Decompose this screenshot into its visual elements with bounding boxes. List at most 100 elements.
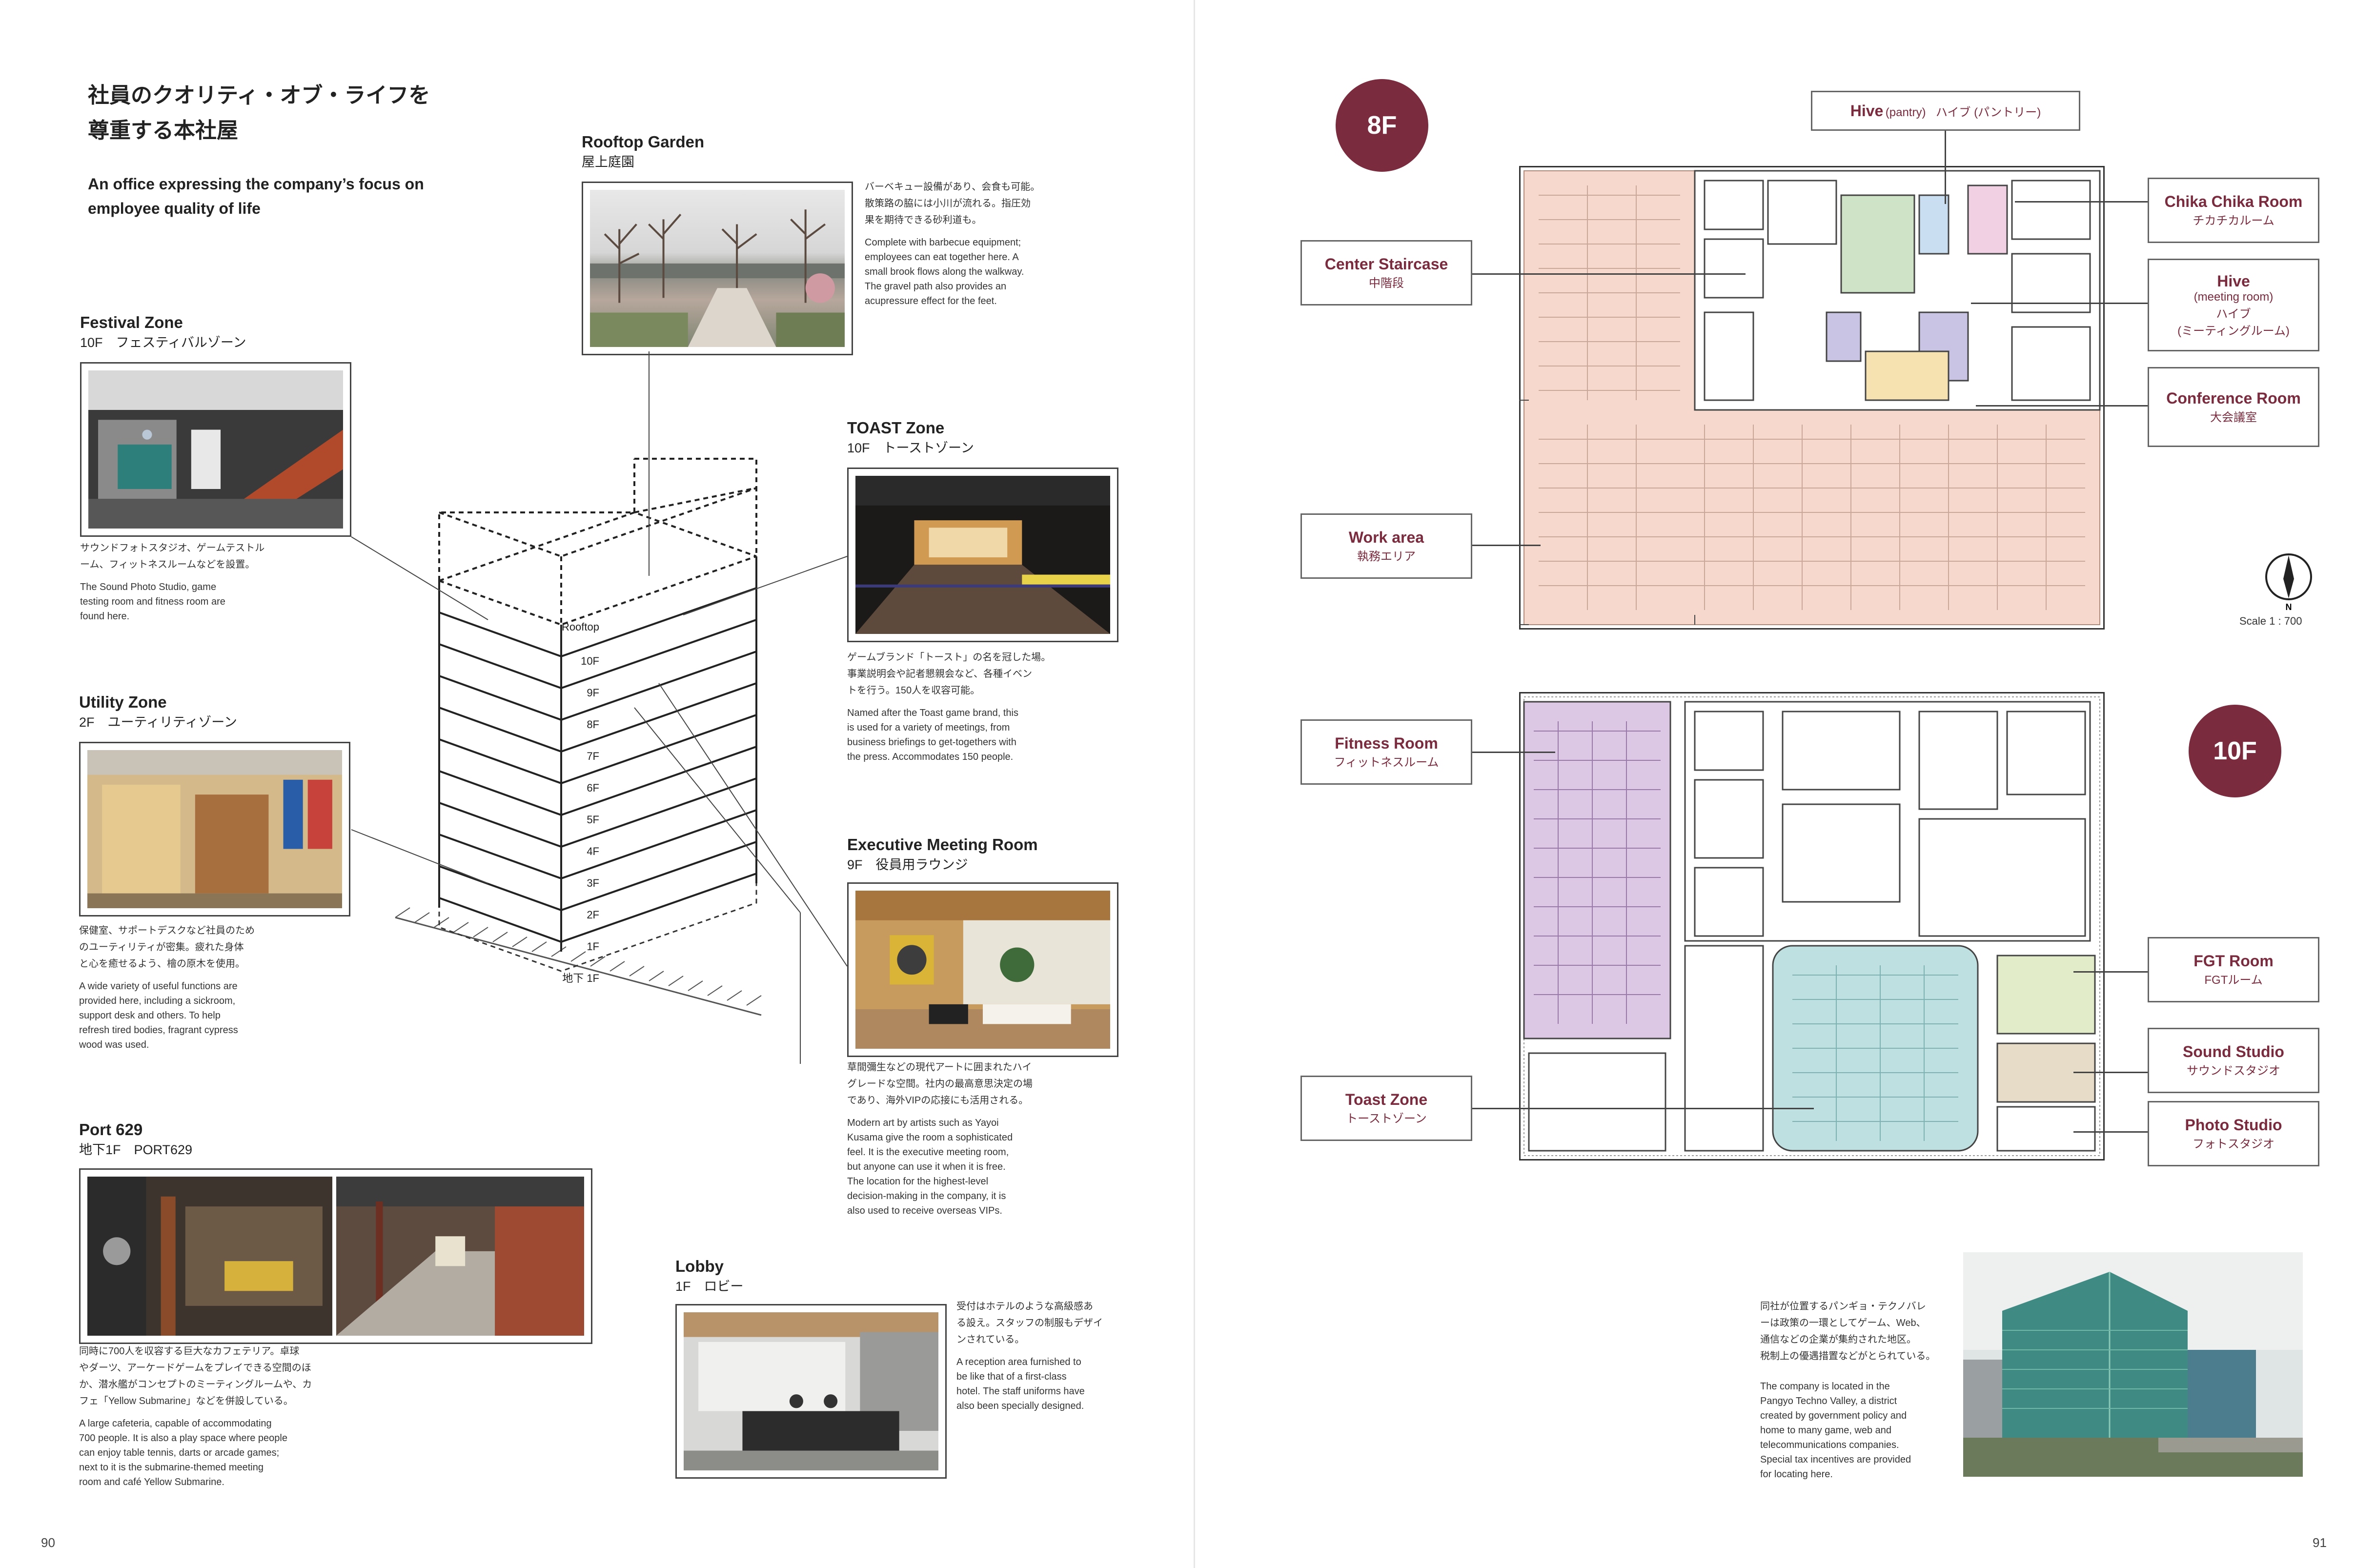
floor-labels: Rooftop 10F 9F 8F 7F 6F 5F 4F 3F 2F 1F 地… <box>562 621 599 984</box>
toast-jp-text: ゲームブランド「トースト」の名を冠した場。 事業説明会や記者懇親会など、各種イベ… <box>847 649 1052 699</box>
subhead-line: An office expressing the company’s focus… <box>88 175 424 193</box>
zone-subtitle: 9F 役員用ラウンジ <box>847 857 968 872</box>
label-photo-studio: Photo Studio フォトスタジオ <box>2148 1101 2319 1166</box>
text-line: 保健室、サポートデスクなど社員のため <box>79 925 255 936</box>
toast-zone-photo <box>855 476 1110 634</box>
floor-label: 8F <box>587 718 599 731</box>
basement-outline <box>438 878 757 972</box>
text-line: 税制上の優遇措置などがとられている。 <box>1760 1351 1936 1362</box>
text-line: The location for the highest-level <box>847 1176 989 1187</box>
utility-heading: Utility Zone 2F ユーティリティゾーン <box>79 693 237 731</box>
label-en: Conference Room <box>2166 389 2301 407</box>
label-en: Toast Zone <box>1345 1091 1428 1108</box>
festival-en-text: The Sound Photo Studio, game testing roo… <box>80 580 275 624</box>
leader-line <box>1472 545 1541 546</box>
label-conference-room: Conference Room 大会議室 <box>2148 367 2319 447</box>
page-subhead: An office expressing the company’s focus… <box>88 172 424 221</box>
executive-en-text: Modern art by artists such as Yayoi Kusa… <box>847 1116 1052 1218</box>
leader-line <box>1472 752 1555 753</box>
floor-label: 9F <box>587 687 599 699</box>
north-label: N <box>2286 602 2292 611</box>
label-jp: ハイブ (パントリー) <box>1935 105 2041 119</box>
label-jp: ハイブ <box>2216 307 2251 321</box>
compass-icon: N <box>2265 553 2312 612</box>
label-chika-chika-room: Chika Chika Room チカチカルーム <box>2148 178 2319 243</box>
zone-subtitle: 1F ロビー <box>675 1279 744 1294</box>
headline-line: 社員のクオリティ・オブ・ライフを <box>88 83 430 107</box>
label-work-area: Work area 執務エリア <box>1300 513 1472 579</box>
text-line: 700 people. It is also a play space wher… <box>79 1433 287 1444</box>
label-en-small: (pantry) <box>1885 105 1926 119</box>
text-line: testing room and fitness room are <box>80 596 225 607</box>
zone-title: Lobby <box>675 1257 724 1275</box>
north-arrow: N <box>2262 552 2315 613</box>
text-line: サウンドフォトスタジオ、ゲームテストル <box>80 543 265 553</box>
text-line: acupressure effect for the feet. <box>865 296 997 306</box>
text-line: やダーツ、アーケードゲームをプレイできる空間のほ <box>79 1363 311 1373</box>
text-line: Complete with barbecue equipment; <box>865 237 1021 248</box>
subhead-line: employee quality of life <box>88 200 261 217</box>
floor-badge-10f: 10F <box>2189 705 2281 797</box>
zone-subtitle: 2F ユーティリティゾーン <box>79 715 237 730</box>
label-en: Fitness Room <box>1335 734 1438 752</box>
label-en: Sound Studio <box>2183 1043 2284 1060</box>
text-line: ゲームブランド「トースト」の名を冠した場。 <box>847 652 1051 663</box>
text-line: be like that of a first-class <box>956 1371 1067 1382</box>
text-line: フェ「Yellow Submarine」などを併設している。 <box>79 1396 293 1406</box>
label-en: Hive <box>2217 272 2250 290</box>
text-line: The gravel path also provides an <box>865 281 1007 292</box>
leader-line <box>2073 1072 2148 1073</box>
text-line: wood was used. <box>79 1039 149 1050</box>
label-jp: 執務エリア <box>1357 550 1416 563</box>
floor-label: 1F <box>587 940 599 953</box>
text-line: support desk and others. To help <box>79 1010 221 1021</box>
floor-badge-8f: 8F <box>1336 79 1428 172</box>
zone-subtitle: 地下1F PORT629 <box>79 1142 193 1157</box>
label-hive-pantry: Hive (pantry) ハイブ (パントリー) <box>1811 91 2080 131</box>
lobby-description: 受付はホテルのような高級感あ る設え。スタッフの制服もデザイ ンされている。 A… <box>956 1298 1122 1413</box>
zone-title: Port 629 <box>79 1120 143 1139</box>
floor-label: 3F <box>587 877 599 889</box>
zone-title: Festival Zone <box>80 313 183 331</box>
leader-line <box>1472 273 1746 275</box>
text-line: Named after the Toast game brand, this <box>847 708 1018 718</box>
label-jp: (ミーティングルーム) <box>2177 324 2290 338</box>
facade-lines <box>2002 1330 2188 1409</box>
label-en: Hive <box>1850 102 1884 120</box>
text-line: 果を期待できる砂利道も。 <box>865 215 982 225</box>
text-line: hotel. The staff uniforms have <box>956 1386 1085 1397</box>
text-line: Modern art by artists such as Yayoi <box>847 1118 999 1128</box>
roof-edge <box>439 511 757 582</box>
executive-photo-frame <box>847 882 1118 1057</box>
lobby-photo <box>684 1312 938 1470</box>
text-line: also used to receive overseas VIPs. <box>847 1205 1002 1216</box>
text-line: と心を癒せるよう、檜の原木を使用。 <box>79 958 245 969</box>
text-line: business briefings to get-togethers with <box>847 737 1016 748</box>
utility-description: 保健室、サポートデスクなど社員のため のユーティリティが密集。疲れた身体 と心を… <box>79 922 274 1052</box>
text-line: also been specially designed. <box>956 1401 1084 1411</box>
text-line: room and café Yellow Submarine. <box>79 1477 224 1487</box>
text-line: る設え。スタッフの制服もデザイ <box>956 1318 1103 1328</box>
leader-line <box>2015 201 2148 203</box>
toast-heading: TOAST Zone 10F トーストゾーン <box>847 419 974 456</box>
core-walls <box>1694 170 2101 411</box>
text-line: 通信などの企業が集約された地区。 <box>1760 1334 1916 1345</box>
rooftop-jp-text: バーベキュー設備があり、会食も可能。 散策路の脇には小川が流れる。指圧効 果を期… <box>865 179 1060 228</box>
label-jp: FGTルーム <box>2204 974 2263 987</box>
festival-zone-photo <box>88 370 343 529</box>
text-line: found here. <box>80 611 130 622</box>
text-line: 事業説明会や記者懇親会など、各種イベン <box>847 669 1032 679</box>
festival-description: サウンドフォトスタジオ、ゲームテストル ーム、フィットネスルームなどを設置。 T… <box>80 540 275 624</box>
label-jp: トーストゾーン <box>1346 1112 1427 1125</box>
festival-heading: Festival Zone 10F フェスティバルゾーン <box>80 313 246 351</box>
text-line: the press. Accommodates 150 people. <box>847 752 1014 762</box>
label-en: Center Staircase <box>1324 255 1448 273</box>
page-number: 90 <box>41 1535 55 1550</box>
port-en-text: A large cafeteria, capable of accommodat… <box>79 1416 333 1489</box>
label-jp: フィットネスルーム <box>1334 756 1439 769</box>
text-line: telecommunications companies. <box>1760 1440 1899 1450</box>
text-line: can enjoy table tennis, darts or arcade … <box>79 1447 280 1458</box>
building-section-diagram: Rooftop 10F 9F 8F 7F 6F 5F 4F 3F 2F 1F 地… <box>351 351 848 1064</box>
text-line: であり、海外VIPの応接にも活用される。 <box>847 1095 1029 1106</box>
leader-line <box>2073 1131 2148 1133</box>
